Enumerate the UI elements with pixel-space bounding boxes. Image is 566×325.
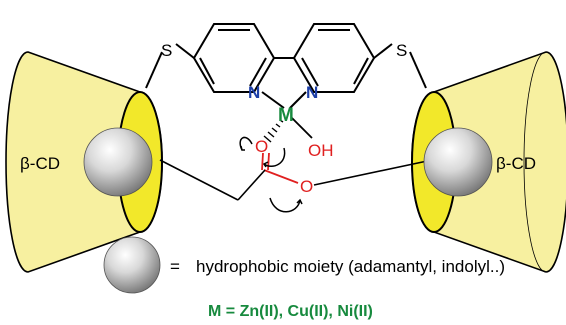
left-nitrogen-label: N bbox=[248, 83, 260, 102]
metal-definition: M = Zn(II), Cu(II), Ni(II) bbox=[208, 303, 373, 320]
left-sulfur-label: S bbox=[161, 41, 172, 60]
legend-equals: = bbox=[170, 257, 180, 276]
right-host-label: β-CD bbox=[496, 154, 536, 173]
metal-oxygen-bonds bbox=[263, 117, 313, 143]
metal-label: M bbox=[278, 105, 294, 126]
right-guest-sphere bbox=[423, 127, 493, 197]
ester-oxygen-label: O bbox=[300, 177, 313, 196]
right-sulfur-label: S bbox=[396, 41, 407, 60]
legend-sphere bbox=[103, 236, 161, 294]
carbonyl-oxygen-label: O bbox=[255, 137, 268, 156]
hydroxide-label: OH bbox=[308, 141, 334, 160]
ester-substrate bbox=[159, 152, 433, 201]
left-guest-sphere bbox=[83, 127, 153, 197]
left-host-label: β-CD bbox=[20, 154, 60, 173]
electron-arrows bbox=[239, 136, 303, 213]
legend-text: hydrophobic moiety (adamantyl, indolyl..… bbox=[196, 257, 505, 276]
bipyridine-ligand bbox=[145, 23, 427, 109]
right-nitrogen-label: N bbox=[306, 83, 318, 102]
